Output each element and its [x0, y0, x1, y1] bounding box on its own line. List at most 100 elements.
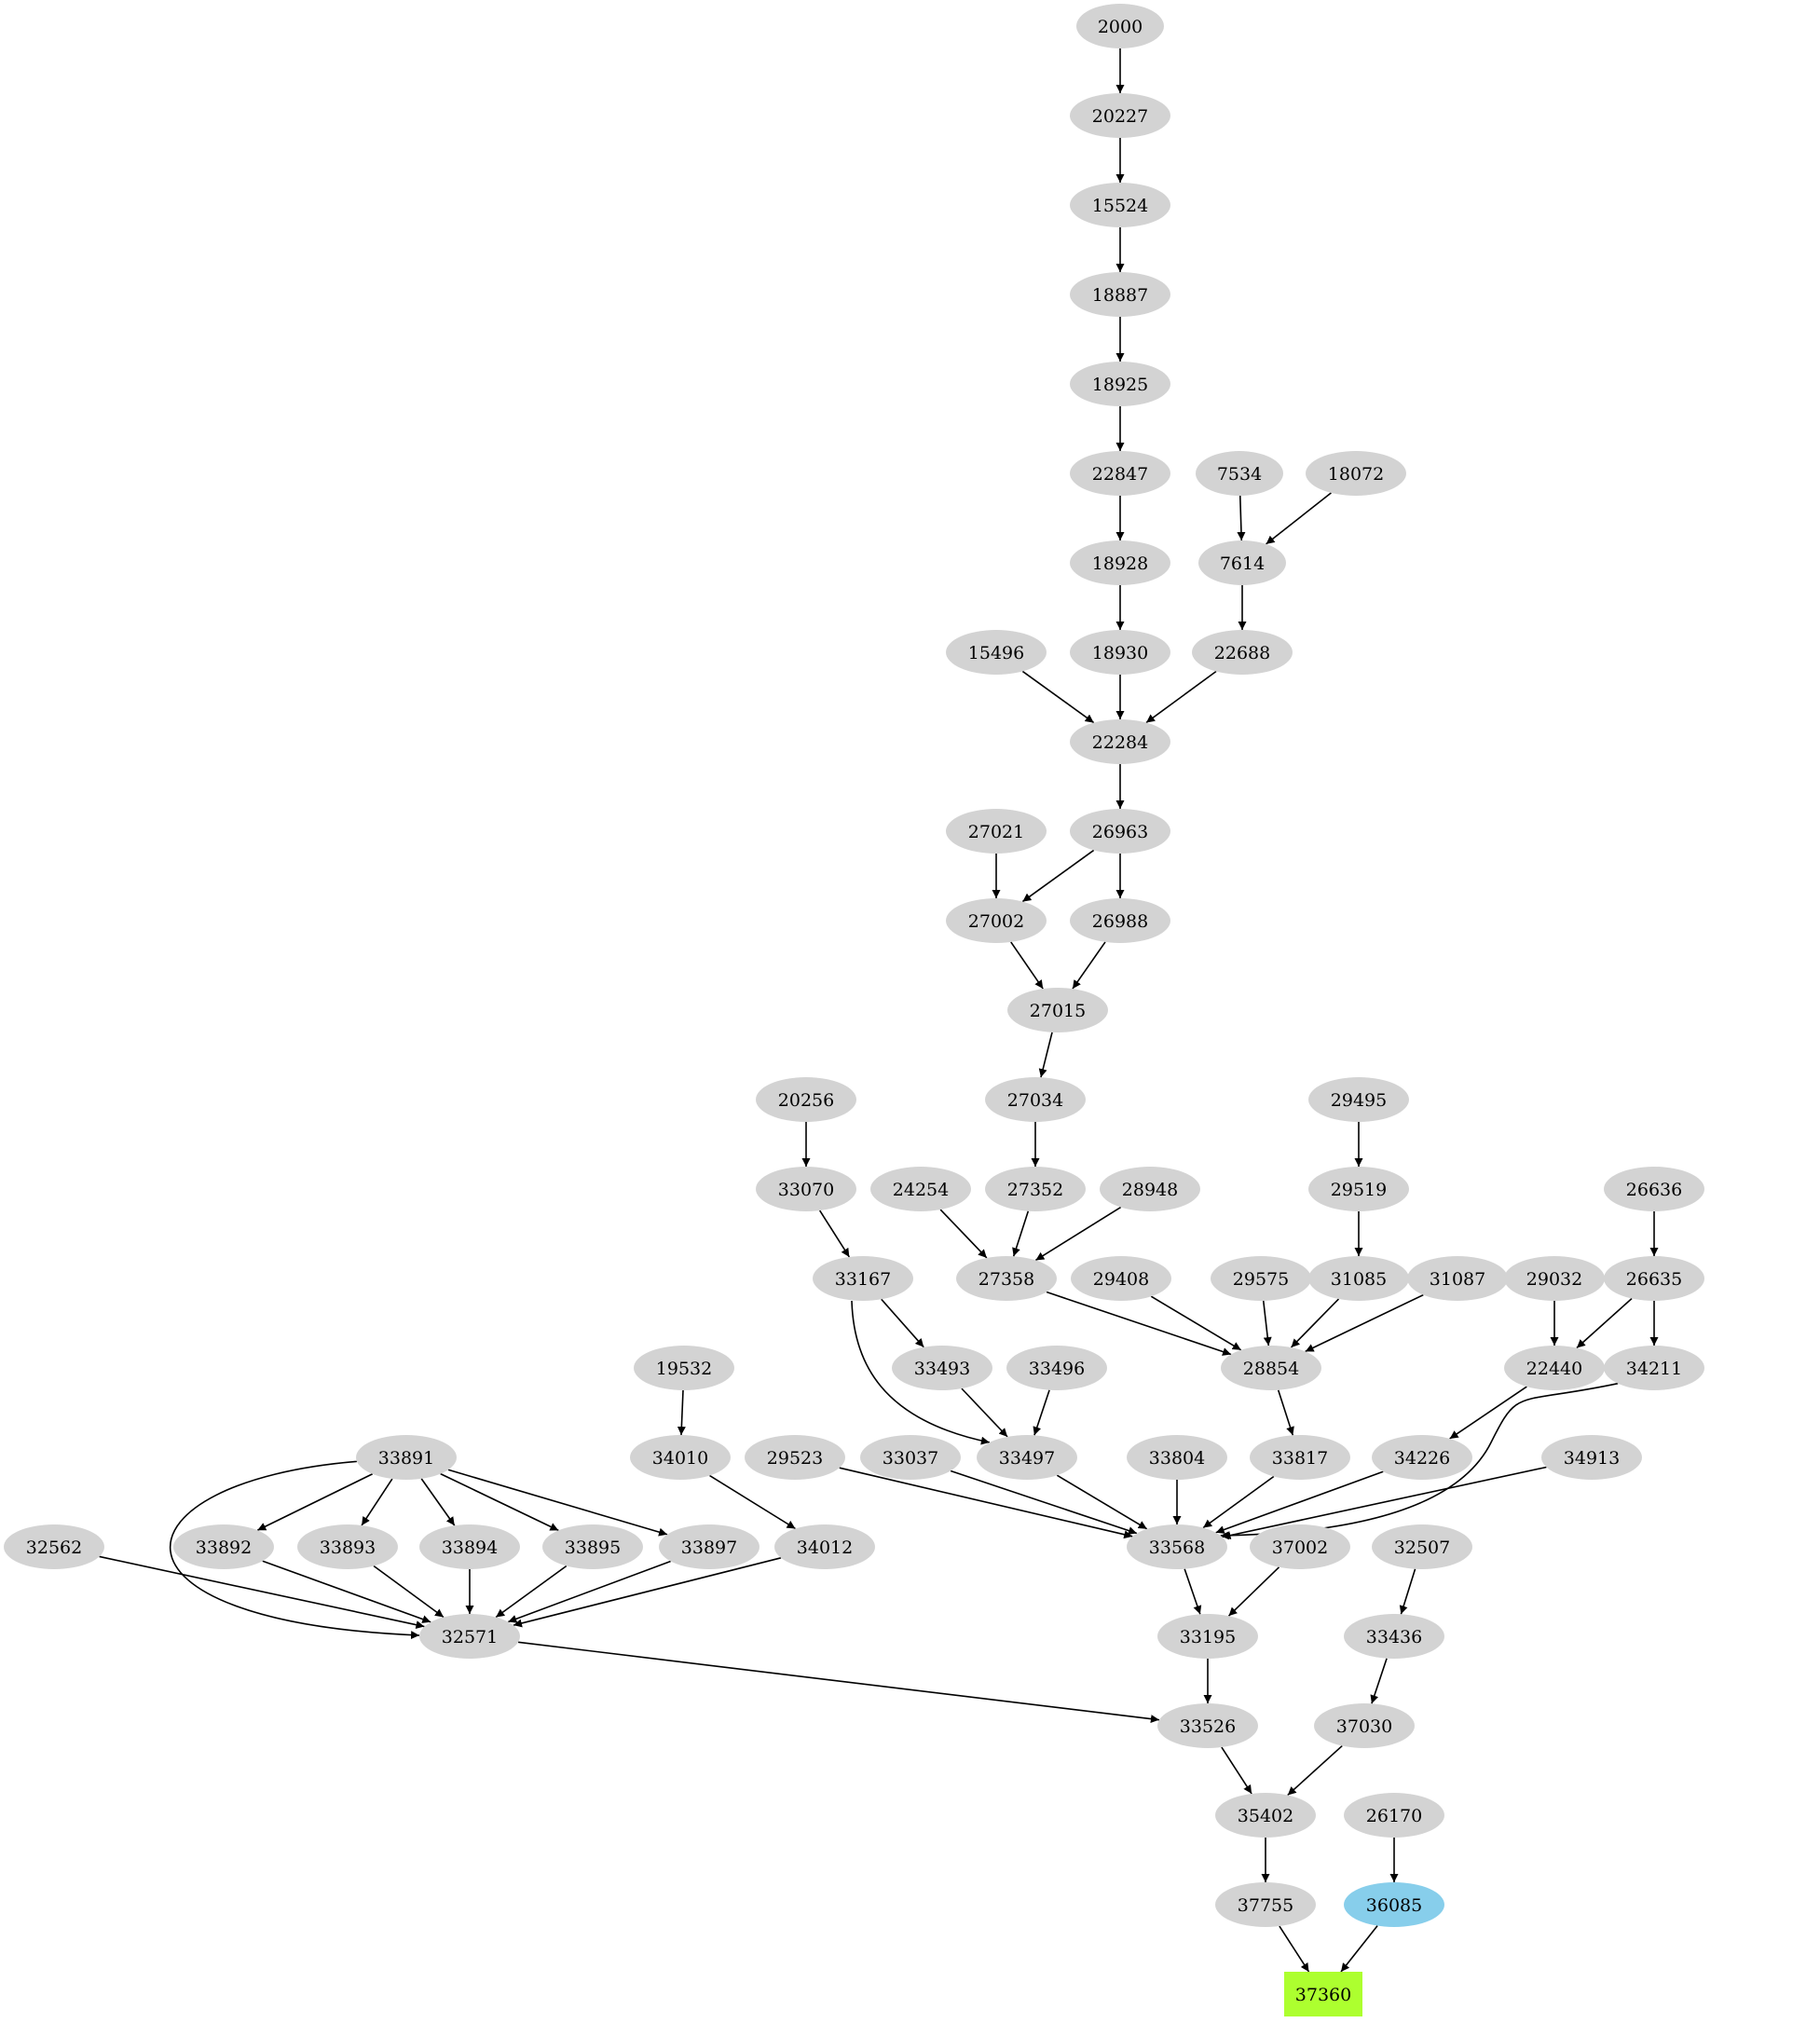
graph-node-28854[interactable]: 28854	[1221, 1346, 1321, 1390]
graph-node-33804[interactable]: 33804	[1127, 1435, 1227, 1480]
graph-node-26988[interactable]: 26988	[1070, 898, 1170, 943]
graph-node-29032[interactable]: 29032	[1504, 1256, 1605, 1301]
graph-node-33195[interactable]: 33195	[1157, 1614, 1258, 1659]
node-label: 31085	[1331, 1269, 1387, 1290]
graph-node-29575[interactable]: 29575	[1211, 1256, 1311, 1301]
node-label: 28948	[1122, 1180, 1178, 1200]
graph-node-24254[interactable]: 24254	[870, 1167, 971, 1211]
graph-node-33493[interactable]: 33493	[892, 1346, 992, 1390]
node-ellipse	[1127, 1524, 1227, 1569]
node-ellipse	[946, 630, 1047, 675]
graph-node-18925[interactable]: 18925	[1070, 362, 1170, 406]
node-ellipse	[4, 1524, 104, 1569]
graph-node-26170[interactable]: 26170	[1344, 1793, 1444, 1838]
graph-node-33897[interactable]: 33897	[659, 1524, 759, 1569]
graph-node-37360[interactable]: 37360	[1284, 1972, 1362, 2016]
graph-node-34226[interactable]: 34226	[1372, 1435, 1472, 1480]
graph-node-27034[interactable]: 27034	[985, 1077, 1086, 1122]
graph-node-26636[interactable]: 26636	[1604, 1167, 1704, 1211]
graph-node-33893[interactable]: 33893	[297, 1524, 398, 1569]
graph-node-20256[interactable]: 20256	[756, 1077, 856, 1122]
graph-node-33895[interactable]: 33895	[542, 1524, 643, 1569]
edge-34010-to-34012	[709, 1474, 796, 1530]
graph-node-22440[interactable]: 22440	[1504, 1346, 1605, 1390]
graph-node-33892[interactable]: 33892	[173, 1524, 274, 1569]
graph-node-29523[interactable]: 29523	[745, 1435, 845, 1480]
node-ellipse	[1215, 1882, 1316, 1927]
edge-18072-to-7614	[1266, 492, 1332, 545]
graph-node-34010[interactable]: 34010	[630, 1435, 731, 1480]
graph-node-37002[interactable]: 37002	[1250, 1524, 1350, 1569]
graph-node-34211[interactable]: 34211	[1604, 1346, 1704, 1390]
node-label: 33167	[835, 1269, 891, 1290]
graph-node-18930[interactable]: 18930	[1070, 630, 1170, 675]
graph-node-29495[interactable]: 29495	[1308, 1077, 1409, 1122]
graph-node-15524[interactable]: 15524	[1070, 183, 1170, 227]
graph-node-7534[interactable]: 7534	[1196, 451, 1283, 496]
edge-33167-to-33493	[881, 1298, 924, 1348]
node-ellipse	[1306, 451, 1406, 496]
graph-node-22284[interactable]: 22284	[1070, 719, 1170, 764]
graph-node-34012[interactable]: 34012	[774, 1524, 875, 1569]
edge-33891-to-33895	[440, 1472, 559, 1532]
graph-node-29519[interactable]: 29519	[1308, 1167, 1409, 1211]
graph-node-33436[interactable]: 33436	[1344, 1614, 1444, 1659]
edge-33891-to-33894	[420, 1478, 456, 1526]
graph-node-37030[interactable]: 37030	[1314, 1703, 1415, 1748]
graph-node-18887[interactable]: 18887	[1070, 272, 1170, 317]
graph-node-32507[interactable]: 32507	[1372, 1524, 1472, 1569]
graph-node-37755[interactable]: 37755	[1215, 1882, 1316, 1927]
graph-node-29408[interactable]: 29408	[1071, 1256, 1171, 1301]
graph-node-22688[interactable]: 22688	[1192, 630, 1293, 675]
graph-node-28948[interactable]: 28948	[1100, 1167, 1200, 1211]
graph-node-33497[interactable]: 33497	[977, 1435, 1077, 1480]
node-label: 28854	[1243, 1359, 1299, 1379]
graph-node-35402[interactable]: 35402	[1215, 1793, 1316, 1838]
graph-node-31085[interactable]: 31085	[1308, 1256, 1409, 1301]
graph-node-33496[interactable]: 33496	[1006, 1346, 1107, 1390]
graph-node-26635[interactable]: 26635	[1604, 1256, 1704, 1301]
graph-node-33568[interactable]: 33568	[1127, 1524, 1227, 1569]
graph-node-7614[interactable]: 7614	[1198, 540, 1286, 585]
graph-node-36085[interactable]: 36085	[1344, 1882, 1444, 1927]
node-ellipse	[1127, 1435, 1227, 1480]
graph-node-15496[interactable]: 15496	[946, 630, 1047, 675]
node-label: 33037	[883, 1448, 938, 1469]
graph-node-27352[interactable]: 27352	[985, 1167, 1086, 1211]
edge-33893-to-32571	[373, 1565, 445, 1619]
graph-node-33817[interactable]: 33817	[1250, 1435, 1350, 1480]
graph-node-33070[interactable]: 33070	[756, 1167, 856, 1211]
graph-node-18928[interactable]: 18928	[1070, 540, 1170, 585]
node-label: 29575	[1233, 1269, 1289, 1290]
graph-node-31087[interactable]: 31087	[1407, 1256, 1508, 1301]
graph-node-32562[interactable]: 32562	[4, 1524, 104, 1569]
graph-node-33894[interactable]: 33894	[419, 1524, 520, 1569]
edge-33891-to-32571	[170, 1460, 420, 1640]
node-ellipse	[1314, 1703, 1415, 1748]
graph-node-27002[interactable]: 27002	[946, 898, 1047, 943]
graph-node-27021[interactable]: 27021	[946, 809, 1047, 854]
graph-node-19532[interactable]: 19532	[634, 1346, 734, 1390]
node-label: 33897	[681, 1538, 737, 1558]
graph-node-20227[interactable]: 20227	[1070, 93, 1170, 138]
edge-28948-to-27358	[1034, 1206, 1122, 1262]
edge-33526-to-35402	[1221, 1746, 1252, 1795]
node-ellipse	[1344, 1614, 1444, 1659]
graph-node-34913[interactable]: 34913	[1541, 1435, 1642, 1480]
graph-node-27015[interactable]: 27015	[1007, 988, 1108, 1032]
graph-node-27358[interactable]: 27358	[956, 1256, 1057, 1301]
graph-node-26963[interactable]: 26963	[1070, 809, 1170, 854]
graph-node-33526[interactable]: 33526	[1157, 1703, 1258, 1748]
node-ellipse	[946, 809, 1047, 854]
node-label: 33497	[999, 1448, 1055, 1469]
edge-26963-to-27002	[1021, 849, 1095, 903]
graph-node-33891[interactable]: 33891	[356, 1435, 457, 1480]
graph-node-22847[interactable]: 22847	[1070, 451, 1170, 496]
graph-node-18072[interactable]: 18072	[1306, 451, 1406, 496]
graph-node-33167[interactable]: 33167	[813, 1256, 913, 1301]
graph-node-32571[interactable]: 32571	[419, 1614, 520, 1659]
node-ellipse	[1007, 988, 1108, 1032]
graph-node-2000[interactable]: 2000	[1076, 4, 1164, 48]
graph-node-33037[interactable]: 33037	[860, 1435, 961, 1480]
